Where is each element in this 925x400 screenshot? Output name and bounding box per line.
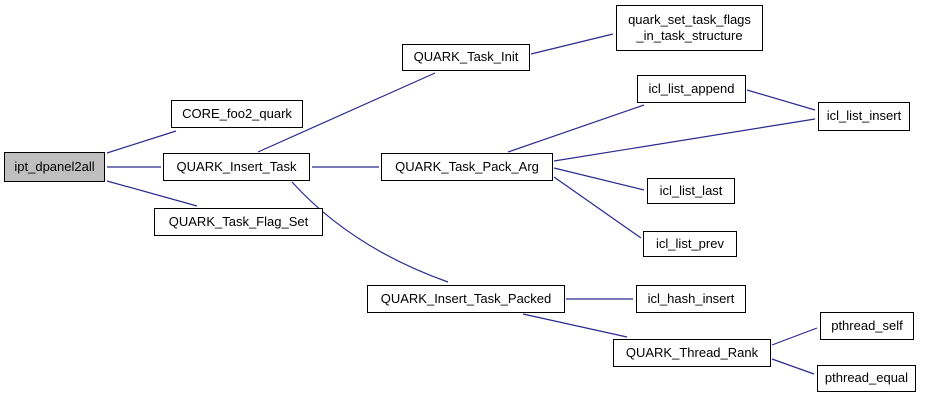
node-pthread-self[interactable]: pthread_self bbox=[820, 312, 914, 340]
edge-quark-task-pack-arg-to-icl-list-insert bbox=[553, 118, 816, 162]
node-label: QUARK_Insert_Task bbox=[176, 158, 297, 174]
node-icl-list-insert[interactable]: icl_list_insert bbox=[818, 102, 910, 131]
node-label: pthread_self bbox=[831, 317, 903, 333]
node-label: QUARK_Thread_Rank bbox=[625, 344, 759, 360]
node-label: ipt_dpanel2all bbox=[14, 158, 95, 174]
node-core-foo2-quark[interactable]: CORE_foo2_quark bbox=[171, 100, 303, 128]
node-label: QUARK_Task_Init bbox=[413, 49, 519, 65]
node-quark-insert-task-packed[interactable]: QUARK_Insert_Task_Packed bbox=[367, 285, 565, 313]
node-label: icl_list_insert bbox=[826, 108, 902, 124]
node-quark-task-flag-set[interactable]: QUARK_Task_Flag_Set bbox=[154, 208, 323, 236]
node-label: icl_hash_insert bbox=[647, 290, 735, 306]
node-label: icl_list_prev bbox=[656, 235, 724, 251]
edge-ipt-dpanel2all-to-core-foo2-quark bbox=[106, 130, 177, 154]
node-label: QUARK_Task_Pack_Arg bbox=[395, 158, 539, 174]
node-quark-task-pack-arg[interactable]: QUARK_Task_Pack_Arg bbox=[381, 153, 553, 181]
edge-ipt-dpanel2all-to-quark-task-flag-set bbox=[106, 180, 198, 207]
edge-quark-task-init-to-quark-set-task-flags-in-task-structure bbox=[530, 33, 614, 55]
edge-quark-insert-task-packed-to-quark-thread-rank bbox=[522, 313, 628, 338]
edge-quark-insert-task-to-quark-task-init bbox=[257, 72, 436, 153]
node-label: _in_task_structure bbox=[636, 28, 743, 43]
edge-quark-thread-rank-to-pthread-equal bbox=[771, 358, 815, 375]
node-quark-insert-task[interactable]: QUARK_Insert_Task bbox=[163, 153, 310, 181]
node-pthread-equal[interactable]: pthread_equal bbox=[817, 365, 916, 392]
edge-quark-task-pack-arg-to-icl-list-prev bbox=[553, 176, 642, 239]
node-icl-list-last[interactable]: icl_list_last bbox=[647, 178, 735, 204]
node-label: QUARK_Insert_Task_Packed bbox=[380, 290, 552, 306]
edge-quark-task-pack-arg-to-icl-list-append bbox=[507, 104, 645, 153]
node-icl-hash-insert[interactable]: icl_hash_insert bbox=[636, 285, 746, 313]
node-label: icl_list_last bbox=[659, 182, 723, 198]
node-ipt-dpanel2all: ipt_dpanel2all bbox=[4, 152, 105, 182]
node-icl-list-prev[interactable]: icl_list_prev bbox=[643, 231, 737, 257]
edge-quark-insert-task-to-quark-insert-task-packed bbox=[291, 181, 449, 283]
edge-quark-task-pack-arg-to-icl-list-last bbox=[553, 167, 645, 191]
node-quark-task-init[interactable]: QUARK_Task_Init bbox=[402, 44, 530, 71]
node-label: quark_set_task_flags bbox=[628, 11, 751, 27]
node-label: QUARK_Task_Flag_Set bbox=[168, 213, 309, 229]
node-label: icl_list_append bbox=[648, 80, 735, 96]
node-label: CORE_foo2_quark bbox=[182, 105, 292, 121]
edge-icl-list-append-to-icl-list-insert bbox=[746, 89, 816, 111]
node-quark-set-task-flags-in-task-structure[interactable]: quark_set_task_flags_in_task_structure bbox=[616, 5, 763, 51]
edge-quark-thread-rank-to-pthread-self bbox=[771, 327, 818, 346]
node-quark-thread-rank[interactable]: QUARK_Thread_Rank bbox=[613, 339, 771, 367]
node-label: pthread_equal bbox=[824, 370, 909, 386]
node-icl-list-append[interactable]: icl_list_append bbox=[637, 75, 746, 103]
